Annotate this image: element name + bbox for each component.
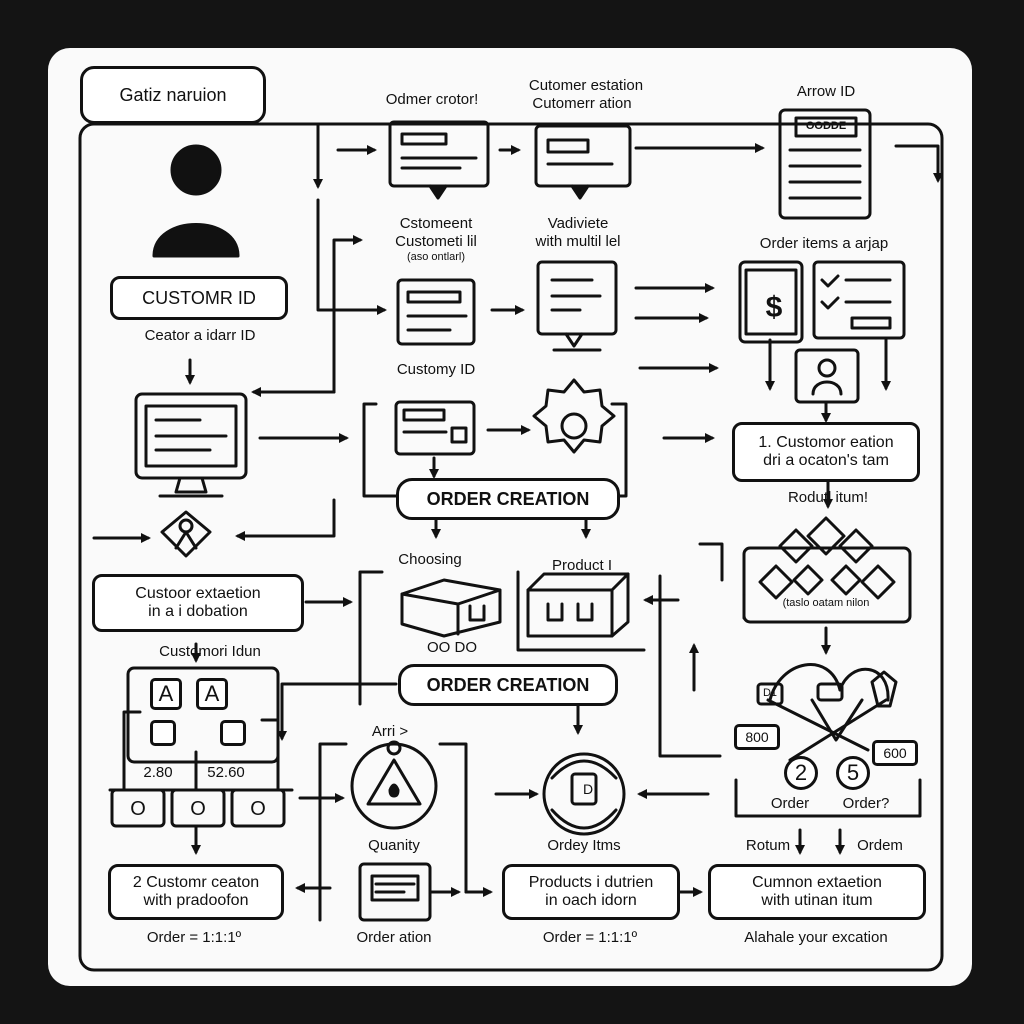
label-ordey-items: Ordey Itms (547, 837, 621, 854)
label-order-ation: Order ation (356, 929, 432, 946)
diagram-title: Gatiz naruion (80, 66, 266, 124)
label-arrow-id: Arrow ID (796, 83, 856, 100)
mini-id: D1 (762, 687, 778, 699)
label-order-ratio-left: Order = 1:1:1º (146, 929, 242, 946)
chip-a: A (150, 678, 182, 710)
customer-creation-text: 2 Customr ceaton with pradoofon (132, 873, 260, 909)
label-customer-creation: Cutomer estation (528, 77, 644, 94)
label-customer-item: Customori Idun (159, 643, 261, 660)
label-arri: Arri > (371, 723, 409, 740)
chip-empty-2 (220, 720, 246, 746)
zero-2: O (190, 798, 206, 820)
products-distribution-box: Products i dutrien in oach idorn (502, 864, 680, 920)
common-extraction-text: Cumnon extaetion with utinan itum (752, 873, 882, 909)
code-tag: OODDE (805, 120, 847, 132)
label-order-ratio-right: Order = 1:1:1º (542, 929, 638, 946)
label-box-codes: OO DO (426, 639, 478, 656)
chip-a-2: A (196, 678, 228, 710)
label-small-mark: D (582, 781, 594, 797)
value-left-1: 2.80 (143, 764, 173, 781)
label-customer-ation: Cutomerr ation (532, 95, 632, 112)
label-tiny-status: (taslo oatam nilon (782, 597, 870, 609)
circle-2: 2 (784, 756, 818, 790)
value-left-2: 52.60 (207, 764, 245, 781)
label-return: Rotum (745, 837, 791, 854)
label-alternate: Alahale your excation (744, 929, 888, 946)
bubble-600: 600 (872, 740, 918, 766)
customer-creation-team-text: 1. Customor eation dri a ocaton's tam (758, 433, 894, 469)
bubble-800: 800 (734, 724, 780, 750)
label-order-creator: Odmer crotor! (385, 91, 479, 108)
label-customy-id: Customy ID (396, 361, 476, 378)
label-choosing: Choosing (398, 551, 462, 568)
label-order-left: Order (770, 795, 810, 812)
label-products: Rodutl itum! (787, 489, 869, 506)
label-validate-2: with multil lel (535, 233, 621, 250)
products-distribution-text: Products i dutrien in oach idorn (528, 873, 654, 909)
customer-id-box: CUSTOMR ID (110, 276, 288, 320)
circle-5: 5 (836, 756, 870, 790)
zero-1: O (130, 798, 146, 820)
order-creation-box-2: ORDER CREATION (398, 664, 618, 706)
customer-extraction-box: Custoor extaetion in a i dobation (92, 574, 304, 632)
label-validate: Vadiviete (547, 215, 609, 232)
dollar-sign: $ (765, 291, 783, 324)
label-order-items-array: Order items a arjap (759, 235, 889, 252)
zero-3: O (250, 798, 266, 820)
common-extraction-box: Cumnon extaetion with utinan itum (708, 864, 926, 920)
label-customer-id-note: (aso ontlarl) (406, 251, 466, 263)
customer-extraction-text: Custoor extaetion in a i dobation (135, 584, 261, 620)
order-creation-box: ORDER CREATION (396, 478, 620, 520)
label-customer-id-mid-2: Custometi lil (395, 233, 477, 250)
label-product: Product I (551, 557, 613, 574)
customer-creation-team-box: 1. Customor eation dri a ocaton's tam (732, 422, 920, 482)
customer-creation-box: 2 Customr ceaton with pradoofon (108, 864, 284, 920)
label-ordem: Ordem (857, 837, 903, 854)
label-quantity: Quanity (368, 837, 420, 854)
label-create-id: Ceator a idarr ID (144, 327, 256, 344)
label-order-right: Order? (842, 795, 890, 812)
chip-empty (150, 720, 176, 746)
label-customer-id-mid: Cstomeent (399, 215, 473, 232)
